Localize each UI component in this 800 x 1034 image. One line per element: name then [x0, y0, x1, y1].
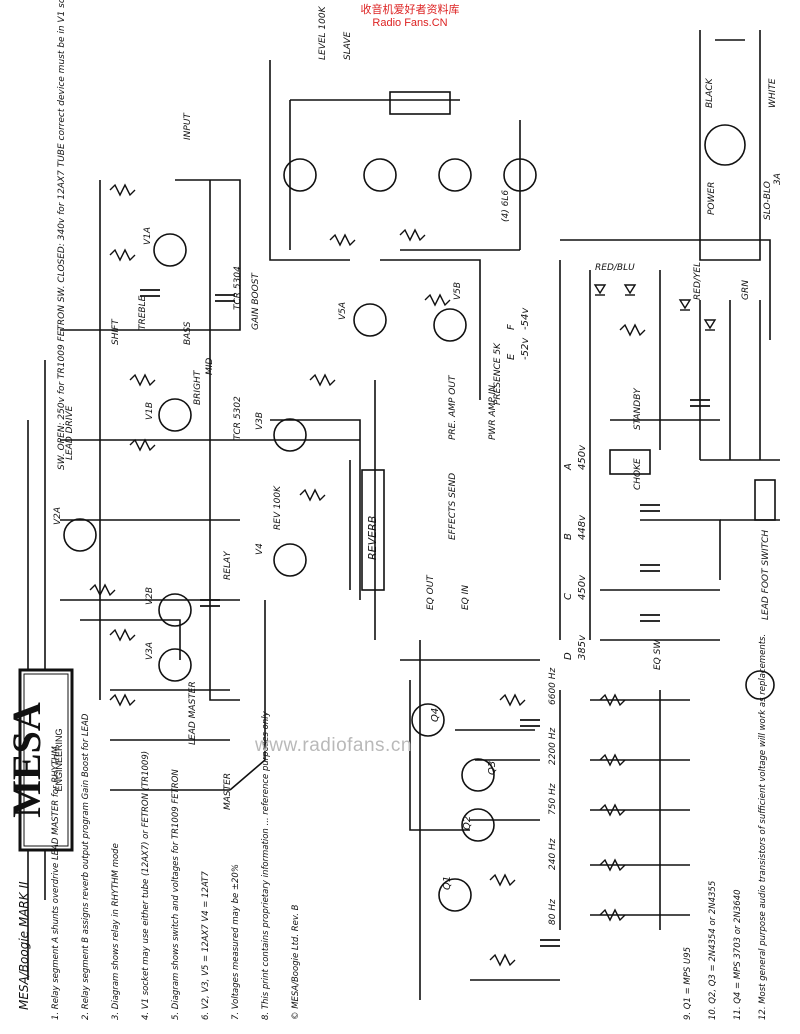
header-line2: Radio Fans.CN — [372, 17, 448, 29]
transistor-q1: Q1 — [442, 876, 453, 890]
label-standby: STANDBY — [633, 387, 643, 430]
label-eq-out: EQ OUT — [426, 574, 436, 610]
label-pre-amp-out: PRE. AMP OUT — [448, 374, 458, 440]
note-3: 3. Diagram shows relay in RHYTHM mode — [111, 843, 121, 1020]
label-master: MASTER — [223, 773, 233, 810]
label-effects-send: EFFECTS SEND — [448, 473, 458, 540]
diagram-title: MESA/Boogie MARK II — [17, 881, 31, 1010]
eq-band-1: 240 Hz — [548, 838, 558, 870]
label-level: LEVEL 100K — [318, 5, 328, 60]
eq-band-2: 750 Hz — [548, 783, 558, 815]
label-rev: REV 100K — [273, 485, 283, 530]
label-lead-master: LEAD MASTER — [188, 681, 198, 745]
supply-volts-c: 450v — [577, 574, 588, 600]
supply-volts-f: -54v — [520, 307, 531, 330]
note-6: 6. V2, V3, V5 = 12AX7 V4 = 12AT7 — [201, 871, 211, 1020]
eq-band-0: 80 Hz — [548, 899, 558, 925]
label-grn: GRN — [741, 280, 751, 300]
label-tcr2: TCR 5302 — [233, 396, 243, 440]
header-line1: 收音机爱好者资料库 — [360, 4, 460, 16]
label-white: WHITE — [768, 78, 778, 108]
label-red-blu: RED/BLU — [595, 263, 635, 273]
label-black: BLACK — [705, 77, 715, 108]
label-eq-in: EQ IN — [461, 585, 471, 610]
note-1: 1. Relay segment A shunts overdrive LEAD… — [51, 746, 61, 1020]
label-slave: SLAVE — [343, 31, 353, 60]
bottom-note-11: 11. Q4 = MPS 3703 or 2N3640 — [733, 889, 743, 1020]
tube-v2a: V2A — [53, 507, 63, 525]
transistor-q4: Q4 — [430, 708, 441, 722]
bottom-note-9: 9. Q1 = MPS U95 — [683, 947, 693, 1020]
supply-node-a: A — [563, 463, 574, 471]
supply-node-f: F — [506, 324, 517, 330]
label-relay: RELAY — [223, 550, 233, 580]
side-note: SW. OPEN: 250v for TR1009 FETRON SW. CLO… — [57, 0, 67, 470]
eq-band-3: 2200 Hz — [548, 727, 558, 765]
note-9: © MESA/Boogie Ltd. Rev. B — [291, 904, 301, 1020]
tube-v1a: V1A — [143, 227, 153, 245]
tube-v5a: V5A — [338, 302, 348, 320]
bottom-note-12: 12. Most general purpose audio transisto… — [758, 634, 768, 1020]
note-5: 5. Diagram shows switch and voltages for… — [171, 769, 181, 1020]
label-pwr-amp-in: PWR AMP IN — [488, 385, 498, 440]
label-gain-boost: GAIN BOOST — [251, 272, 261, 330]
label-shift: SHIFT — [111, 318, 121, 345]
label-power-tubes: (4) 6L6 — [501, 190, 511, 222]
label-eq-sw: EQ SW — [653, 639, 663, 670]
label-bass: BASS — [183, 321, 193, 345]
tube-v4: V4 — [255, 543, 265, 555]
label-presence: PRESENCE 5K — [493, 342, 503, 405]
tube-v3a: V3A — [145, 642, 155, 660]
label-power: POWER — [707, 182, 717, 215]
label-lead-foot-switch: LEAD FOOT SWITCH — [761, 530, 771, 620]
transistor-q2: Q2 — [462, 816, 473, 830]
transistor-q3: Q3 — [487, 761, 498, 775]
label-input: INPUT — [183, 112, 193, 140]
supply-node-e: E — [506, 353, 517, 360]
label-treble: TREBLE — [138, 295, 148, 330]
supply-node-d: D — [563, 652, 574, 660]
label-lead-drive: LEAD DRIVE — [65, 405, 75, 460]
eq-band-4: 6600 Hz — [548, 667, 558, 705]
tube-v5b: V5B — [453, 282, 463, 300]
supply-volts-e: -52v — [520, 337, 531, 360]
supply-node-b: B — [563, 533, 574, 540]
bottom-note-10: 10. Q2, Q3 = 2N4354 or 2N4355 — [708, 881, 718, 1020]
tube-v3b: V3B — [255, 412, 265, 430]
note-4: 4. V1 socket may use either tube (12AX7)… — [141, 751, 151, 1020]
label-fuse: 3A — [773, 173, 783, 185]
logo-brand: MESA — [4, 702, 49, 818]
supply-volts-b: 448v — [577, 514, 588, 540]
watermark: www.radiofans.cn — [255, 735, 412, 756]
note-7: 7. Voltages measured may be ±20% — [231, 864, 241, 1020]
tube-v2b: V2B — [145, 587, 155, 605]
tube-v1b: V1B — [145, 402, 155, 420]
label-slo-blo: SLO-BLO — [763, 181, 773, 220]
label-red-yel: RED/YEL — [693, 262, 703, 300]
label-bright: BRIGHT — [193, 369, 203, 405]
note-8: 8. This print contains proprietary infor… — [261, 710, 271, 1020]
label-mid: MID — [205, 358, 215, 375]
supply-volts-a: 450v — [577, 444, 588, 470]
note-2: 2. Relay segment B assigns reverb output… — [81, 713, 91, 1020]
supply-node-c: C — [563, 593, 574, 600]
logo-sub: ENGINEERING — [54, 728, 64, 791]
mesa-logo: MESA ENGINEERING — [4, 668, 74, 852]
label-reverb: REVERB — [366, 516, 379, 560]
label-choke: CHOKE — [633, 458, 643, 490]
label-tcr: TCR 5304 — [233, 266, 243, 310]
supply-volts-d: 385v — [577, 634, 588, 660]
